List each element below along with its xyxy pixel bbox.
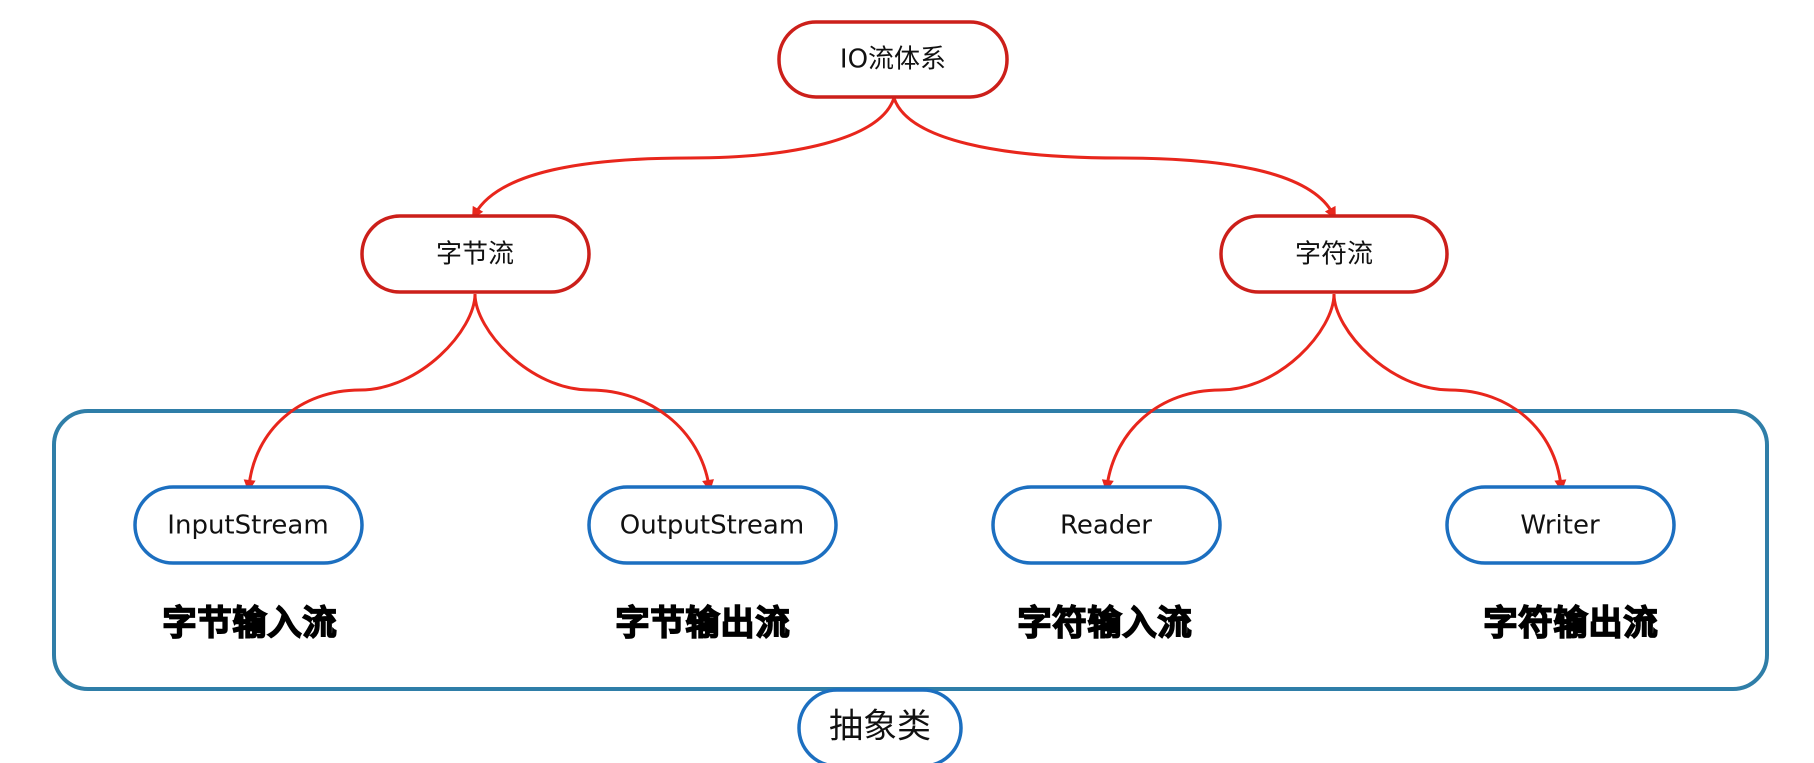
connector-byte-to-outputstream	[473, 293, 714, 492]
connector-root-to-char-stream	[892, 97, 1336, 220]
connectors	[243, 97, 1567, 492]
node-inputstream: InputStream	[133, 485, 364, 565]
node-writer: Writer	[1445, 485, 1676, 565]
node-byte-stream-label: 字节流	[436, 240, 514, 270]
node-outputstream-label: OutputStream	[620, 511, 804, 541]
caption-char-output: 字符输出流	[1484, 604, 1659, 644]
node-writer-label: Writer	[1520, 511, 1600, 541]
node-char-stream: 字符流	[1219, 214, 1449, 294]
caption-char-input: 字符输入流	[1018, 604, 1193, 644]
node-reader-label: Reader	[1060, 511, 1152, 541]
connector-byte-to-inputstream	[243, 293, 477, 492]
connector-char-to-writer	[1332, 293, 1567, 492]
node-io-root: IO流体系	[777, 20, 1009, 99]
abstract-class-label-text: 抽象类	[829, 707, 931, 747]
abstract-class-label: 抽象类	[797, 688, 963, 763]
caption-byte-input: 字节输入流	[163, 604, 338, 644]
connector-char-to-reader	[1101, 293, 1336, 492]
connector-root-to-byte-stream	[472, 97, 896, 220]
node-reader: Reader	[991, 485, 1222, 565]
node-char-stream-label: 字符流	[1295, 240, 1373, 270]
node-byte-stream: 字节流	[360, 214, 591, 294]
node-inputstream-label: InputStream	[167, 511, 328, 541]
caption-byte-output: 字节输出流	[616, 604, 791, 644]
node-outputstream: OutputStream	[587, 485, 838, 565]
node-io-root-label: IO流体系	[840, 45, 946, 75]
